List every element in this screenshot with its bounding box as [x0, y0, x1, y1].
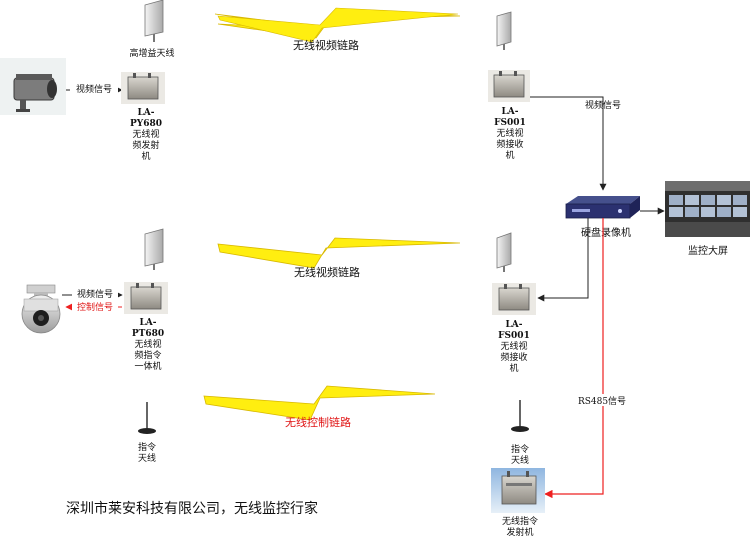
ptz-control-label: 控制信号: [77, 301, 113, 313]
left-cmd-antenna-line2: 天线: [138, 452, 156, 464]
bullet-camera: [0, 58, 66, 115]
hi-gain-antenna-label: 高增益天线: [129, 47, 174, 59]
bottom-rx-desc-line1: 无线视: [500, 340, 527, 352]
left-cmd-antenna-line1: 指令: [138, 441, 156, 453]
top-tx-desc-line1: 无线视: [132, 128, 159, 140]
transceiver-box-icon: [501, 471, 537, 505]
dvr-icon: [565, 196, 640, 219]
control-link-label: 无线控制链路: [285, 415, 351, 429]
top-rx-model-line2: FS001: [494, 118, 526, 128]
cmd-transmitter: [491, 468, 545, 513]
transceiver-box-icon: [492, 283, 536, 315]
panel-antenna-icon: [144, 228, 164, 270]
video-wall-icon: [665, 181, 750, 237]
transceiver-box-icon: [121, 72, 165, 104]
top-tx-model-line2: PY680: [130, 119, 162, 129]
transceiver-box-icon: [124, 282, 168, 314]
bottom-tx-model-line1: LA-: [139, 318, 156, 328]
rx-to-dvr-wire: [530, 96, 607, 191]
whip-antenna-icon: [511, 400, 529, 432]
bottom-video-link-bolt: [217, 237, 461, 269]
ptz-dome-camera-icon: [21, 284, 61, 334]
dvr-label: 硬盘录像机: [581, 226, 631, 239]
right-cmd-antenna-line1: 指令: [511, 443, 529, 455]
rs485-label: RS485信号: [578, 395, 626, 407]
ptz-video-label: 视频信号: [77, 288, 113, 300]
right-cmd-antenna-line2: 天线: [511, 454, 529, 466]
panel-antenna-icon: [144, 0, 164, 42]
bottom-rx-model-line2: FS001: [498, 331, 530, 341]
cmd-tx-line1: 无线指令: [502, 515, 538, 527]
top-tx-model-line1: LA-: [137, 108, 154, 118]
panel-antenna-icon: [496, 232, 512, 272]
top-tx-desc-line3: 机: [141, 150, 150, 162]
bullet-camera-icon: [13, 74, 57, 112]
dvr-to-bottom-rx-wire: [537, 218, 589, 302]
top-rx-desc-line1: 无线视: [496, 127, 523, 139]
transceiver-box-icon: [488, 70, 530, 102]
camera-signal-label: 视频信号: [76, 83, 112, 95]
cmd-tx-line2: 发射机: [506, 526, 533, 538]
rx-signal-label: 视频信号: [585, 99, 621, 111]
bottom-tx-desc-line1: 无线视: [134, 338, 161, 350]
control-link-bolt: [203, 385, 436, 421]
top-rx-desc-line2: 频接收: [496, 138, 523, 150]
top-tx-desc-line2: 频发射: [132, 139, 159, 151]
bottom-link-label: 无线视频链路: [294, 265, 360, 279]
company-name: 深圳市莱安科技有限公司，无线监控行家: [66, 500, 318, 517]
bottom-rx-desc-line3: 机: [509, 362, 518, 374]
rs485-wire: [544, 218, 604, 499]
bottom-tx-desc-line3: 一体机: [134, 360, 161, 372]
bottom-tx-model-line2: PT680: [132, 329, 164, 339]
bottom-rx-model-line1: LA-: [505, 320, 522, 330]
whip-antenna-icon: [138, 402, 156, 434]
top-rx-model-line1: LA-: [501, 107, 518, 117]
monitor-label: 监控大屏: [688, 244, 728, 257]
panel-antenna-icon: [496, 11, 512, 50]
top-link-label: 无线视频链路: [293, 38, 359, 52]
top-rx-desc-line3: 机: [505, 149, 514, 161]
bottom-tx-desc-line2: 频指令: [134, 349, 161, 361]
bottom-rx-desc-line2: 频接收: [500, 351, 527, 363]
